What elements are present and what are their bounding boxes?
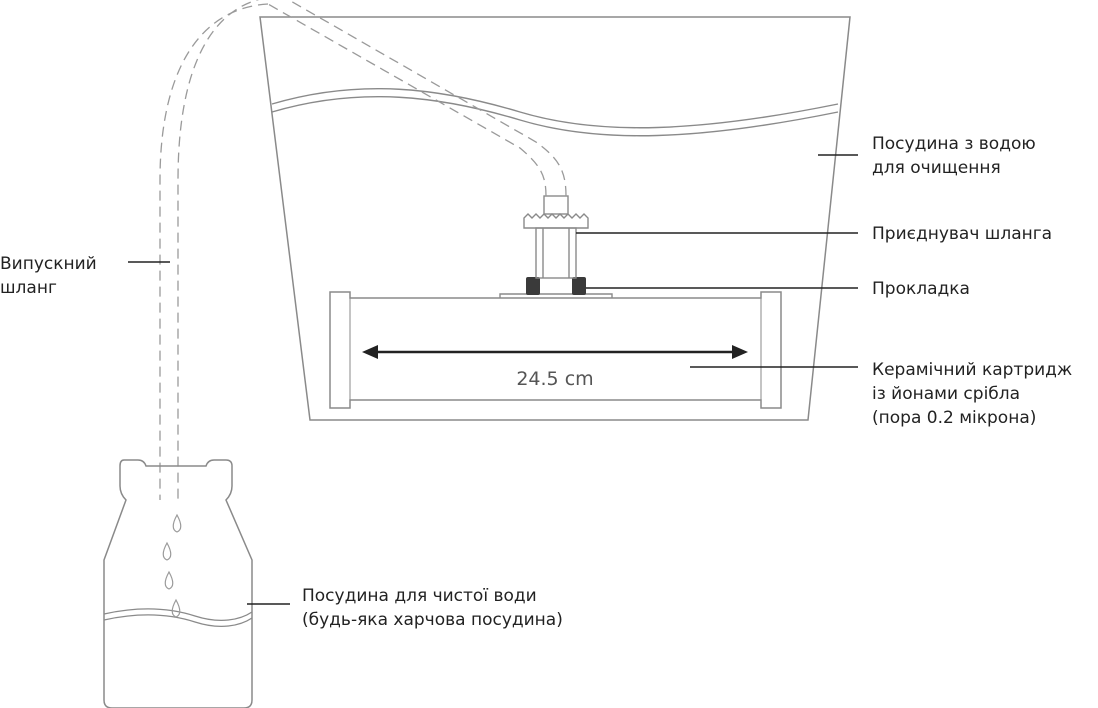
water-drop-icon bbox=[172, 513, 182, 533]
clean-water-surface bbox=[103, 608, 253, 622]
clean-water-surface-inner bbox=[103, 614, 253, 628]
label-hose-connector-line1: Приєднувач шланга bbox=[872, 224, 1053, 244]
label-dirty-water-vessel-line1: Посудина з водою bbox=[872, 134, 1036, 154]
hose-connector bbox=[523, 195, 589, 279]
water-drops bbox=[162, 513, 182, 618]
label-ceramic-cartridge: Керамічний картридж із йонами срібла (по… bbox=[872, 358, 1072, 430]
gasket bbox=[526, 277, 586, 295]
label-hose-connector: Приєднувач шланга bbox=[872, 222, 1052, 246]
outlet-hose bbox=[159, 0, 269, 500]
label-ceramic-cartridge-line1: Керамічний картридж bbox=[872, 360, 1073, 380]
cartridge-neck-base bbox=[499, 293, 613, 298]
water-drop-icon bbox=[164, 570, 174, 590]
label-outlet-hose-line1: Випускний bbox=[0, 254, 97, 274]
label-gasket: Прокладка bbox=[872, 277, 970, 301]
dirty-water-vessel bbox=[259, 16, 851, 421]
label-clean-water-vessel-line2: (будь-яка харчова посудина) bbox=[302, 610, 563, 630]
label-ceramic-cartridge-line3: (пора 0.2 мікрона) bbox=[872, 408, 1037, 428]
label-outlet-hose-line2: шланг bbox=[0, 278, 57, 298]
label-outlet-hose: Випускний шланг bbox=[0, 252, 97, 300]
label-ceramic-cartridge-line2: із йонами срібла bbox=[872, 384, 1021, 404]
ceramic-cartridge bbox=[329, 291, 782, 409]
label-dirty-water-vessel: Посудина з водою для очищення bbox=[872, 132, 1036, 180]
clean-water-vessel bbox=[103, 459, 253, 708]
dimension-arrow bbox=[362, 345, 748, 359]
dimension-label: 24.5 cm bbox=[516, 368, 593, 390]
label-clean-water-vessel: Посудина для чистої води (будь-яка харчо… bbox=[302, 584, 563, 632]
dirty-water-surface bbox=[271, 88, 839, 129]
dirty-water-surface-inner bbox=[271, 96, 839, 137]
leader-lines bbox=[128, 154, 858, 605]
label-clean-water-vessel-line1: Посудина для чистої води bbox=[302, 586, 537, 606]
water-drop-icon bbox=[171, 598, 181, 618]
water-drop-icon bbox=[162, 541, 172, 561]
label-gasket-line1: Прокладка bbox=[872, 279, 970, 299]
label-dirty-water-vessel-line2: для очищення bbox=[872, 158, 1001, 178]
hose-inner-section bbox=[267, 0, 567, 197]
